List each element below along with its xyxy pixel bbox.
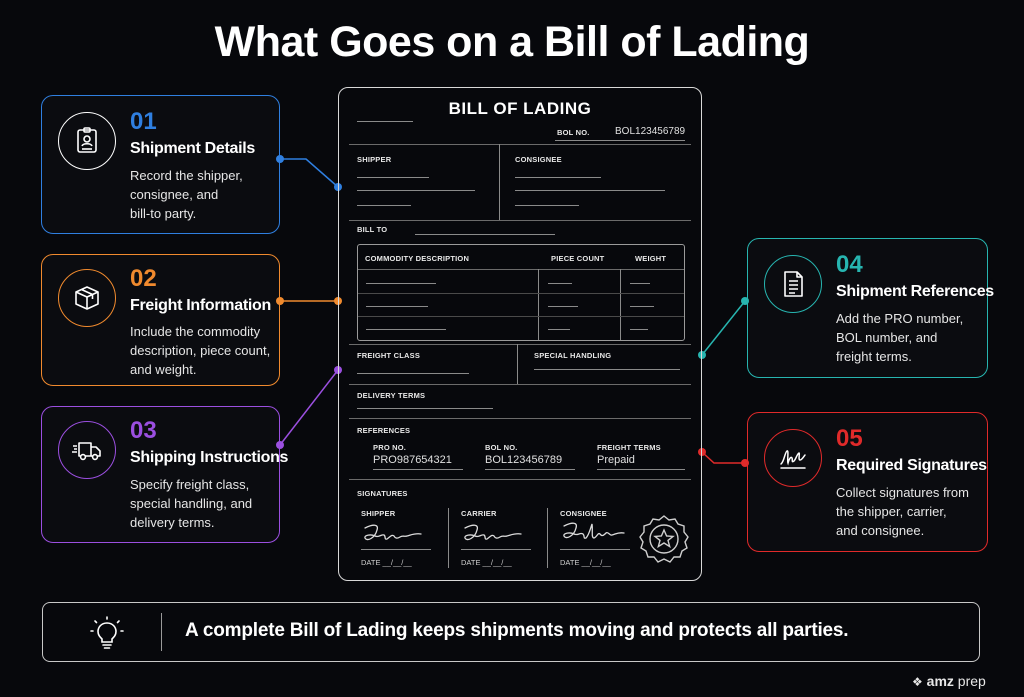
consignee-date: DATE __/__/__ (560, 558, 611, 567)
special-handling-label: SPECIAL HANDLING (534, 351, 612, 360)
carrier-date: DATE __/__/__ (461, 558, 512, 567)
card-title: Shipment Details (130, 140, 256, 157)
ref-bol-value: BOL123456789 (485, 454, 563, 466)
bill-to-label: BILL TO (357, 225, 388, 234)
amz-prep-logo: ❖ amz prep (912, 673, 986, 689)
shipper-label: SHIPPER (357, 155, 392, 164)
card-shipping-instructions: 03 Shipping Instructions Specify freight… (41, 406, 288, 543)
card-number: 05 (836, 425, 863, 452)
freight-terms-value: Prepaid (597, 454, 635, 466)
connector-05 (701, 451, 748, 464)
consignee-label: CONSIGNEE (515, 155, 562, 164)
commodity-description-header: COMMODITY DESCRIPTION (365, 254, 470, 263)
card-shipment-references: 04 Shipment References Add the PRO numbe… (747, 238, 994, 378)
references-label: REFERENCES (357, 426, 411, 435)
consignee-signature-label: CONSIGNEE (560, 509, 607, 518)
card-required-signatures: 05 Required Signatures Collect signature… (747, 412, 988, 552)
card-number: 04 (836, 251, 863, 278)
freight-terms-label: FREIGHT TERMS (597, 443, 661, 452)
seal-star-icon (639, 515, 689, 563)
carrier-signature (464, 524, 522, 541)
ref-bol-label: BOL NO. (485, 443, 518, 452)
card-shipment-details: 01 Shipment Details Record the shipper,c… (41, 95, 280, 234)
card-title: Shipment References (836, 283, 994, 300)
card-number: 03 (130, 417, 157, 444)
footer-banner: A complete Bill of Lading keeps shipment… (42, 602, 980, 662)
signatures-label: SIGNATURES (357, 489, 408, 498)
lightbulb-icon (90, 616, 124, 649)
footer-message: A complete Bill of Lading keeps shipment… (185, 620, 849, 641)
bill-of-lading-document: BILL OF LADING BOL NO. BOL123456789 SHIP… (338, 87, 702, 581)
piece-count-header: PIECE COUNT (551, 254, 605, 263)
card-title: Freight Information (130, 297, 271, 314)
weight-header: WEIGHT (635, 254, 667, 263)
bol-number: BOL123456789 (615, 126, 686, 137)
card-number: 02 (130, 265, 157, 292)
shipper-signature (364, 524, 422, 541)
consignee-signature (563, 522, 625, 539)
connector-01 (280, 158, 339, 188)
shipper-signature-label: SHIPPER (361, 509, 396, 518)
delivery-terms-label: DELIVERY TERMS (357, 391, 426, 400)
connector-04 (701, 300, 748, 356)
shipper-date: DATE __/__/__ (361, 558, 412, 567)
carrier-signature-label: CARRIER (461, 509, 497, 518)
connector-03 (279, 369, 339, 446)
card-title: Shipping Instructions (130, 449, 289, 466)
card-description: Specify freight class,special handling, … (130, 477, 253, 530)
pro-number-label: PRO NO. (373, 443, 407, 452)
document-icon (764, 255, 822, 313)
pro-number-value: PRO987654321 (373, 454, 452, 466)
page-title: What Goes on a Bill of Lading (214, 18, 810, 66)
card-freight-information: 02 Freight Information Include the commo… (41, 254, 280, 386)
freight-class-label: FREIGHT CLASS (357, 351, 421, 360)
package-box-icon (58, 269, 116, 327)
id-card-icon (58, 112, 116, 170)
commodity-table: COMMODITY DESCRIPTION PIECE COUNT WEIGHT (357, 244, 685, 341)
signature-icon (764, 429, 822, 487)
card-number: 01 (130, 108, 157, 135)
document-heading: BILL OF LADING (448, 99, 592, 118)
card-title: Required Signatures (836, 457, 987, 474)
delivery-truck-icon (58, 421, 116, 479)
bol-label: BOL NO. (557, 128, 590, 137)
amz-prep-logo-icon: ❖ (912, 675, 923, 689)
